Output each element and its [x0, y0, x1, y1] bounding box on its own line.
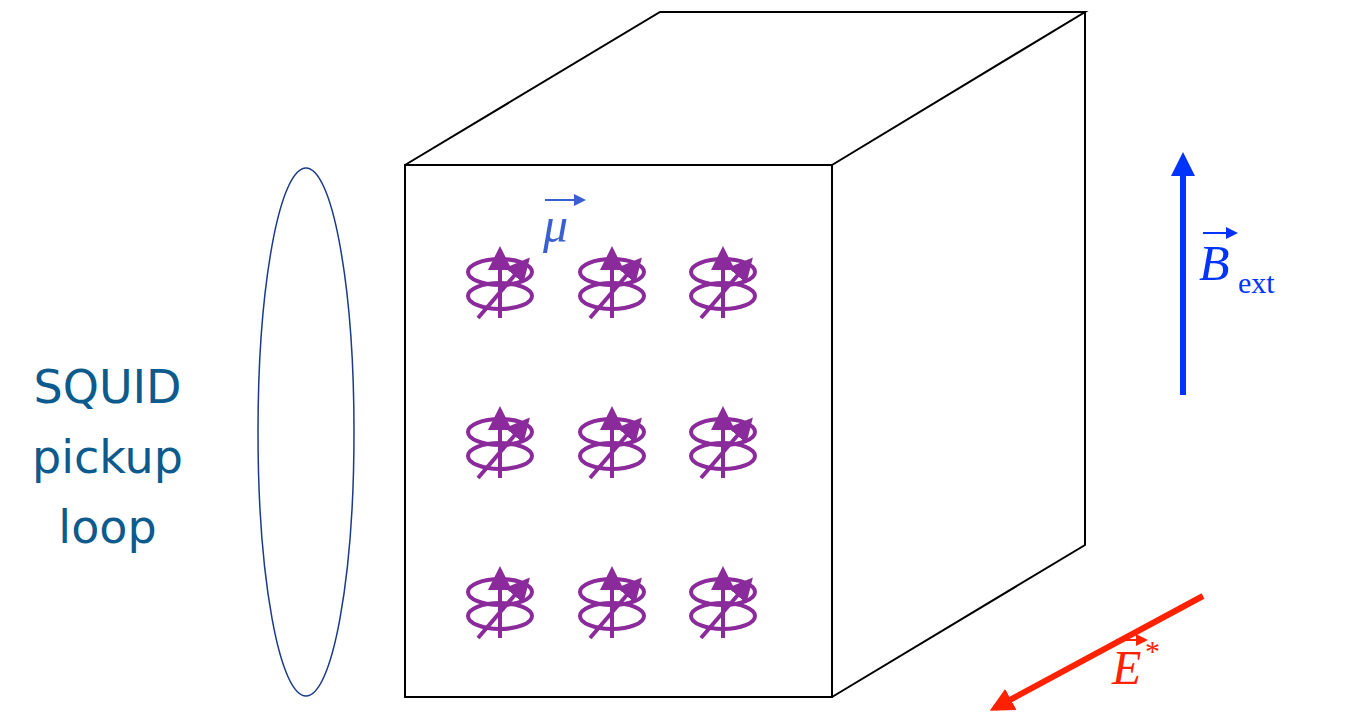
spin-part	[590, 582, 638, 638]
spin-part	[478, 582, 526, 638]
spin-part	[478, 422, 526, 478]
sample-cube	[405, 12, 1085, 697]
spin-part	[590, 422, 638, 478]
electric-field-symbol: E	[1112, 644, 1141, 692]
spin-part	[610, 572, 614, 638]
spin-part	[610, 252, 614, 318]
spin-part	[701, 422, 749, 478]
spin-part	[498, 412, 502, 478]
spin-part	[610, 412, 614, 478]
spin-part	[498, 572, 502, 638]
pickup-loop-label: SQUID pickup loop	[5, 352, 210, 562]
electric-field-superscript: *	[1145, 636, 1160, 666]
field-arrow	[1180, 158, 1186, 395]
field-subscript: ext	[1238, 268, 1275, 298]
spin-part	[498, 252, 502, 318]
field-symbol: B	[1199, 238, 1230, 288]
spin-grid	[468, 252, 755, 638]
vector-accent	[1116, 639, 1146, 641]
spin-part	[590, 262, 638, 318]
pickup-loop	[258, 168, 354, 696]
spin-part	[721, 252, 725, 318]
spin-part	[701, 582, 749, 638]
moment-symbol: μ	[543, 200, 568, 250]
vector-accent	[1203, 232, 1236, 234]
spin-part	[701, 262, 749, 318]
spin-part	[721, 412, 725, 478]
electric-field-arrow	[995, 596, 1203, 708]
spin-part	[478, 262, 526, 318]
spin-part	[721, 572, 725, 638]
